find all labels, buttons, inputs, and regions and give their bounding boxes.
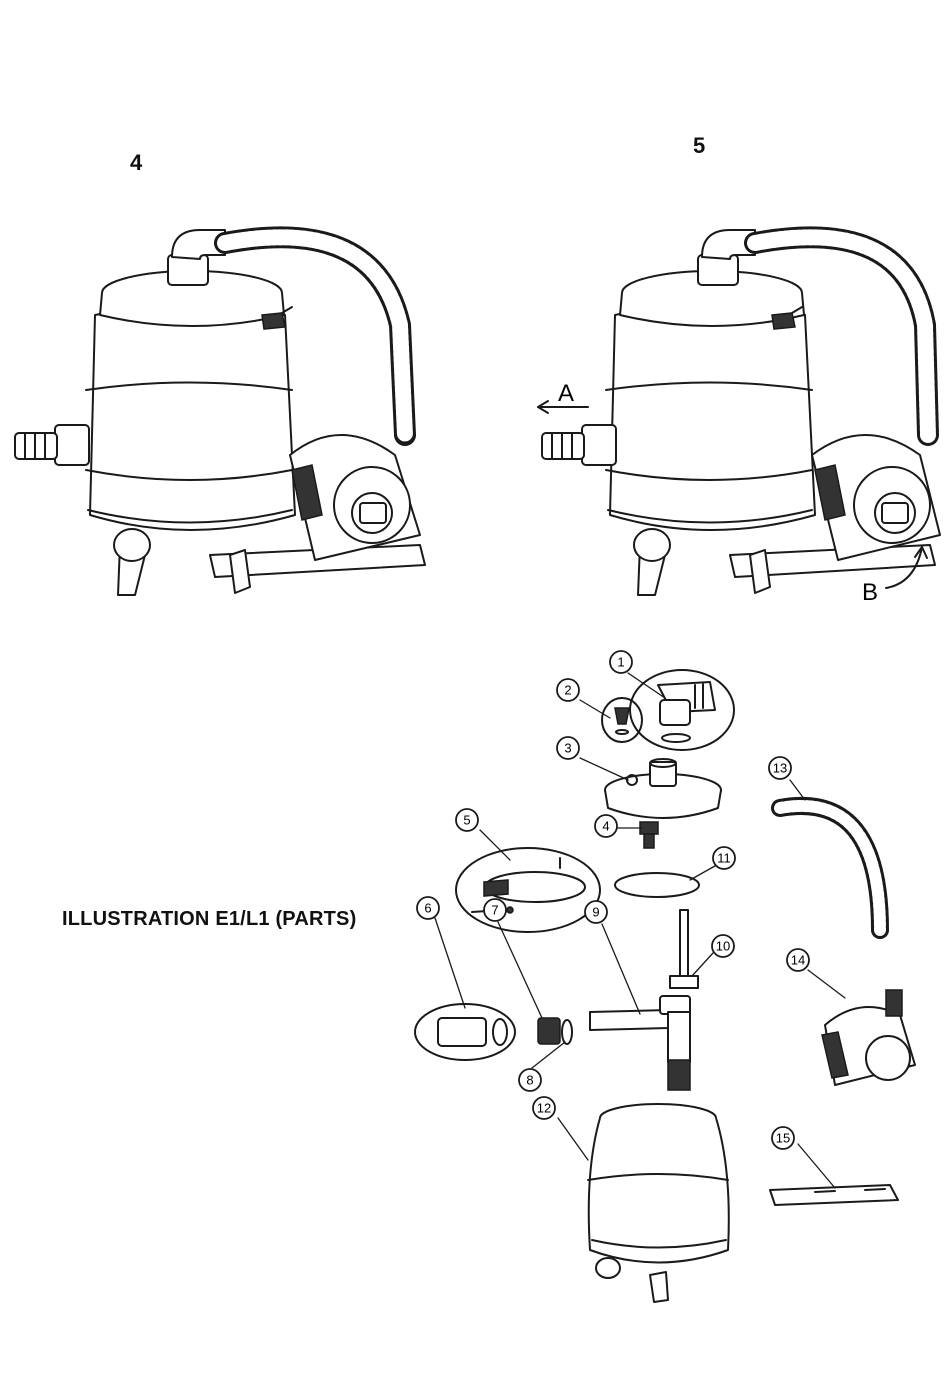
callout-14: 14	[787, 949, 809, 971]
step-5-filter-pump-illustration: A B	[520, 215, 950, 610]
svg-text:4: 4	[602, 819, 609, 834]
callout-2: 2	[557, 679, 579, 701]
callout-9: 9	[585, 901, 607, 923]
callout-3: 3	[557, 737, 579, 759]
svg-text:5: 5	[463, 813, 470, 828]
svg-text:11: 11	[717, 851, 731, 866]
svg-text:8: 8	[526, 1073, 533, 1088]
svg-text:1: 1	[617, 655, 624, 670]
svg-text:3: 3	[564, 741, 571, 756]
exploded-parts-diagram: 1 2 3 4 5 6 7 8 9 10 11 12 13 14 15	[410, 640, 945, 1310]
callout-7: 7	[484, 899, 506, 921]
svg-text:12: 12	[537, 1101, 551, 1116]
callout-12: 12	[533, 1097, 555, 1119]
callout-1: 1	[610, 651, 632, 673]
callout-5: 5	[456, 809, 478, 831]
callout-13: 13	[769, 757, 791, 779]
svg-text:7: 7	[491, 903, 498, 918]
step-4-number: 4	[130, 150, 142, 176]
callout-8: 8	[519, 1069, 541, 1091]
svg-text:13: 13	[773, 761, 787, 776]
callout-15: 15	[772, 1127, 794, 1149]
svg-text:10: 10	[716, 939, 730, 954]
label-a: A	[558, 380, 574, 407]
svg-text:14: 14	[791, 953, 805, 968]
callout-6: 6	[417, 897, 439, 919]
step-4-filter-pump-illustration	[0, 215, 460, 610]
callout-10: 10	[712, 935, 734, 957]
parts-illustration-caption: ILLUSTRATION E1/L1 (PARTS)	[62, 908, 356, 931]
svg-text:9: 9	[592, 905, 599, 920]
svg-text:6: 6	[424, 901, 431, 916]
step-5-number: 5	[693, 133, 705, 159]
svg-text:15: 15	[776, 1131, 790, 1146]
svg-text:2: 2	[564, 683, 571, 698]
callout-11: 11	[713, 847, 735, 869]
callout-4: 4	[595, 815, 617, 837]
label-b: B	[862, 579, 878, 606]
